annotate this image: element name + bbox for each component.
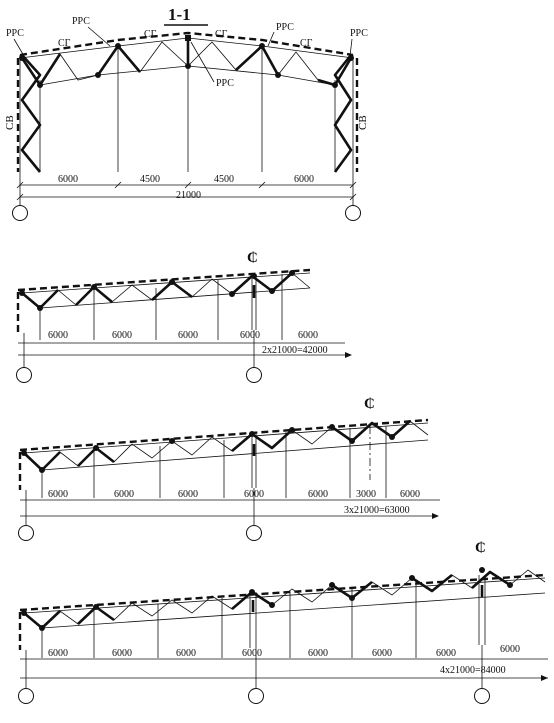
truss-nodes	[19, 35, 354, 88]
section-span-2: 4500	[140, 174, 160, 185]
label-sv-right: СВ	[357, 115, 369, 130]
scheme-3-span-1: 6000	[48, 489, 68, 500]
scheme-4x21000: ₵ 6000 6000 6000 6000 6000 6000 6000 600…	[18, 540, 548, 704]
scheme-2-span-5: 6000	[298, 330, 318, 341]
scheme-2-total: 2x21000=42000	[262, 345, 328, 356]
scheme-4-axis-bubble-2	[248, 688, 264, 704]
scheme-4-axis-symbol: ₵	[475, 540, 486, 556]
left-column	[19, 54, 42, 173]
label-rrs-center-left: РРС	[72, 16, 90, 27]
label-sg-center-left: СГ	[144, 29, 157, 40]
scheme-3x21000: ₵ 6000 6000 6000 6000 6000 3000 6000 3x2…	[18, 396, 440, 541]
scheme-2-span-3: 6000	[178, 330, 198, 341]
axis-bubble-right	[345, 205, 361, 221]
scheme-4-span-4: 6000	[242, 648, 262, 659]
scheme-4-span-1: 6000	[48, 648, 68, 659]
scheme-3-span-5: 6000	[308, 489, 328, 500]
scheme-4-span-8: 6000	[500, 644, 520, 655]
label-sg-center-right: СГ	[215, 29, 228, 40]
scheme-3-span-7: 6000	[400, 489, 420, 500]
vertical-bracing-mid-left	[96, 44, 141, 76]
label-rrs-left: РРС	[6, 28, 24, 39]
section-total: 21000	[176, 190, 201, 201]
scheme-3-span-6: 3000	[356, 489, 376, 500]
scheme-3-span-2: 6000	[114, 489, 134, 500]
scheme-3-span-3: 6000	[178, 489, 198, 500]
scheme-2-span-4: 6000	[240, 330, 260, 341]
scheme-4-span-6: 6000	[372, 648, 392, 659]
vertical-bracing-mid-right	[235, 44, 280, 76]
section-span-3: 4500	[214, 174, 234, 185]
right-column	[333, 54, 354, 173]
label-sg-left: СГ	[58, 38, 71, 49]
scheme-4-span-7: 6000	[436, 648, 456, 659]
scheme-4-span-3: 6000	[176, 648, 196, 659]
axis-bubble-left	[12, 205, 28, 221]
scheme-2-nodes	[19, 270, 295, 311]
scheme-4-span-5: 6000	[308, 648, 328, 659]
scheme-4-nodes	[21, 567, 513, 631]
scheme-2x21000: ₵ 6000 6000 6000 6000 6000 2x21000=42000	[16, 250, 352, 383]
scheme-3-axis-bubble-2	[246, 525, 262, 541]
scheme-4-total: 4x21000=84000	[440, 665, 506, 676]
scheme-2-axis-bubble-1	[16, 367, 32, 383]
label-rrs-right: РРС	[350, 28, 368, 39]
label-rrs-ridge: РРС	[216, 78, 234, 89]
scheme-2-axis-symbol: ₵	[247, 250, 258, 266]
scheme-2-span-2: 6000	[112, 330, 132, 341]
label-rrs-center-right: РРС	[276, 22, 294, 33]
scheme-2-span-1: 6000	[48, 330, 68, 341]
scheme-4-span-2: 6000	[112, 648, 132, 659]
scheme-4-axis-bubble-1	[18, 688, 34, 704]
section-title: 1-1	[168, 5, 191, 24]
scheme-4-axis-bubble-3	[474, 688, 490, 704]
section-1-1: 1-1	[4, 5, 369, 221]
scheme-3-axis-bubble-1	[18, 525, 34, 541]
vertical-bracing-left	[20, 53, 62, 87]
label-sg-right: СГ	[300, 38, 313, 49]
section-span-4: 6000	[294, 174, 314, 185]
scheme-2-axis-bubble-2	[246, 367, 262, 383]
section-span-1: 6000	[58, 174, 78, 185]
scheme-3-nodes	[21, 424, 395, 473]
scheme-3-total: 3x21000=63000	[344, 505, 410, 516]
label-sv-left: СВ	[4, 115, 16, 130]
scheme-3-axis-symbol: ₵	[364, 396, 375, 412]
roof-tie-line	[19, 31, 354, 57]
